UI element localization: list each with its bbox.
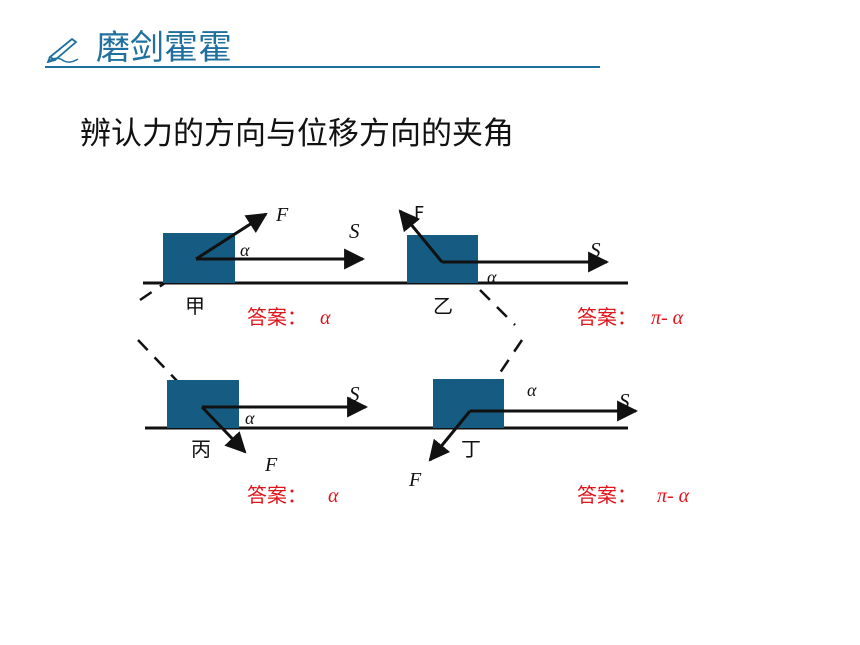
force-label-bing: F xyxy=(264,454,278,476)
displacement-label-jia: S xyxy=(349,219,360,243)
block-name-ding: 丁 xyxy=(461,437,481,461)
answer-value-bing: α xyxy=(328,485,339,507)
block-name-bing: 丙 xyxy=(191,437,211,461)
dashed-connector-upper-left xyxy=(139,281,166,302)
angle-label-yi: α xyxy=(487,267,497,287)
answer-label-jia: 答案： xyxy=(247,305,307,329)
block-bing xyxy=(167,380,239,428)
page-title: 磨剑霍霍 xyxy=(96,28,232,68)
slide-subtitle: 辨认力的方向与位移方向的夹角 xyxy=(80,116,514,152)
angle-label-bing: α xyxy=(245,408,255,428)
answer-label-yi: 答案： xyxy=(577,305,637,329)
angle-label-jia: α xyxy=(240,240,250,260)
force-label-yi: F xyxy=(414,203,424,224)
answer-value-jia: α xyxy=(320,307,331,329)
angle-label-ding: α xyxy=(527,380,537,400)
block-name-yi: 乙 xyxy=(433,294,453,318)
dashed-connector-upper-right xyxy=(479,289,516,326)
block-name-jia: 甲 xyxy=(185,294,205,318)
answer-value-ding: π- α xyxy=(657,485,690,507)
block-yi xyxy=(407,235,478,283)
force-label-ding: F xyxy=(408,469,422,491)
header: 磨剑霍霍 xyxy=(0,0,860,80)
answer-label-bing: 答案： xyxy=(247,483,307,507)
answer-label-ding: 答案： xyxy=(577,483,637,507)
header-divider xyxy=(45,66,600,68)
force-arrow-yi xyxy=(398,209,444,263)
answer-value-yi: π- α xyxy=(651,307,684,329)
displacement-label-ding: S xyxy=(619,389,630,413)
displacement-label-bing: S xyxy=(349,382,360,406)
force-arrow-bing xyxy=(200,405,247,454)
force-label-jia: F xyxy=(275,204,289,226)
displacement-label-yi: S xyxy=(590,238,601,262)
block-ding xyxy=(433,379,504,428)
force-arrow-jia xyxy=(195,212,268,261)
force-arrow-ding xyxy=(428,410,472,462)
pen-writing-icon xyxy=(46,37,79,63)
